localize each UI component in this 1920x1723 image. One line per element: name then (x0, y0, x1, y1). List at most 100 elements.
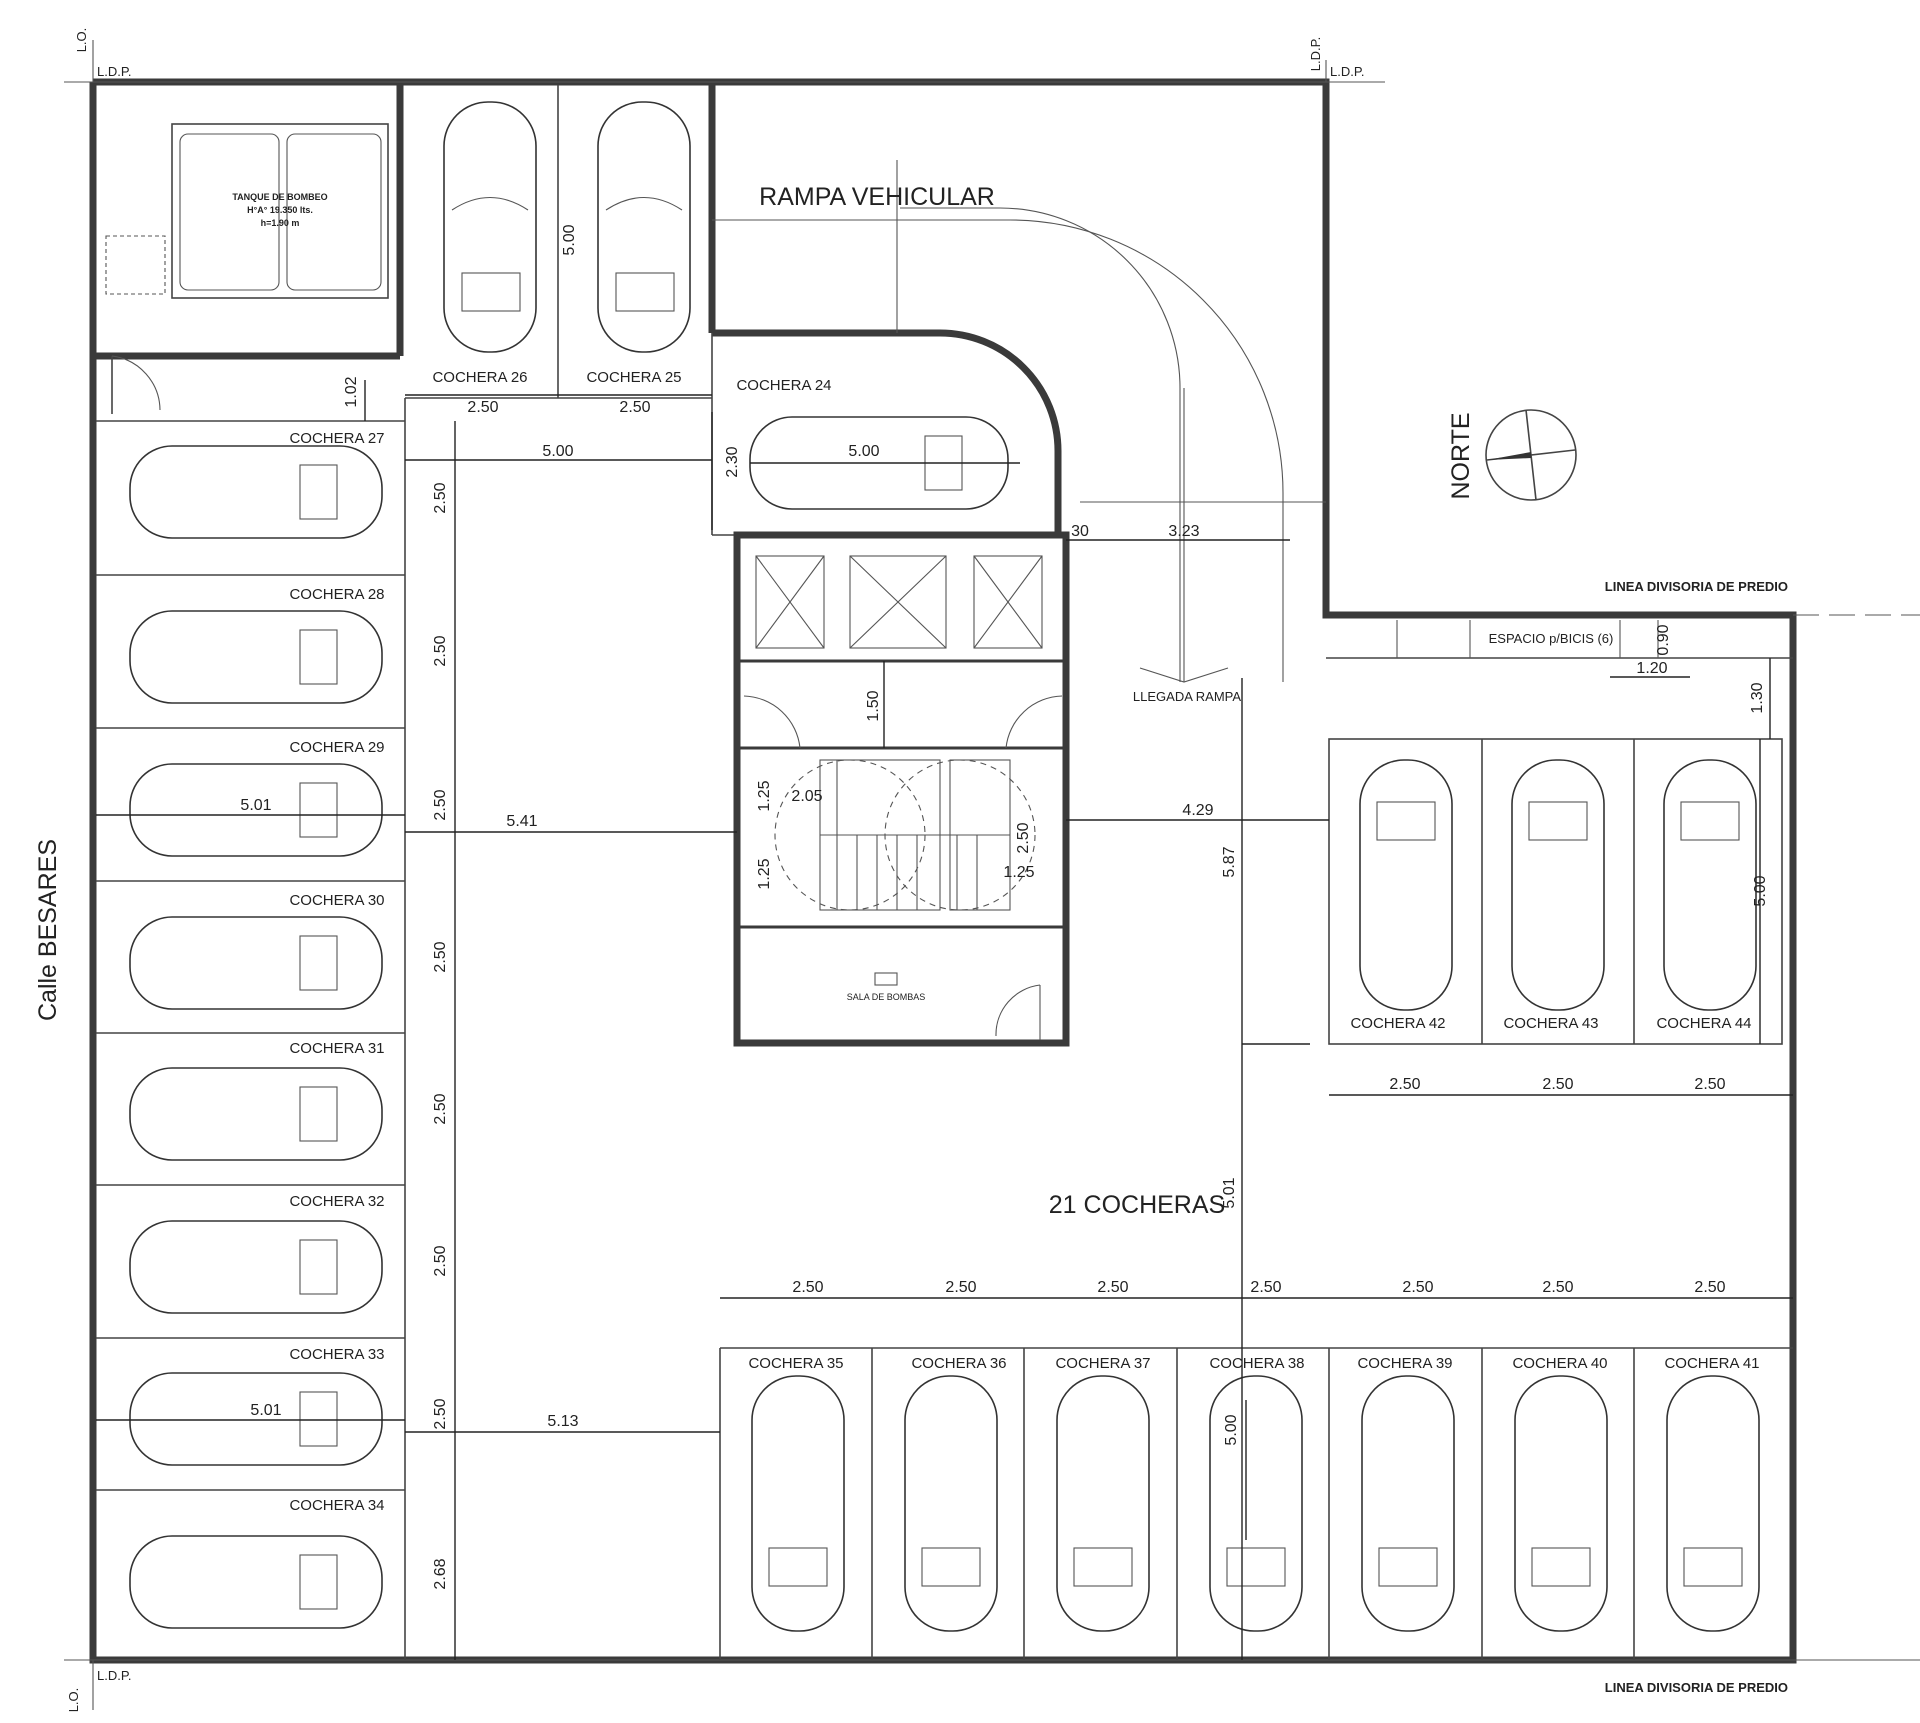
tank-label-2: H°A° 19.350 lts. (247, 205, 313, 215)
dim-250-b: 2.50 (619, 399, 650, 416)
pump-tank: TANQUE DE BOMBEO H°A° 19.350 lts. h=1.90… (105, 123, 389, 414)
dim-205: 2.05 (791, 788, 822, 805)
car-44 (1663, 759, 1757, 1011)
building-core: SALA DE BOMBAS (733, 531, 1070, 1047)
cochera-30-label: COCHERA 30 (289, 892, 384, 909)
right-parking-row: COCHERA 42 COCHERA 43 COCHERA 44 (1328, 738, 1783, 1045)
north-label: NORTE (1447, 412, 1475, 499)
dim-230: 2.30 (724, 446, 741, 477)
cochera-33-label: COCHERA 33 (289, 1346, 384, 1363)
boundary-bottom-label: LINEA DIVISORIA DE PREDIO (1605, 1680, 1788, 1695)
car-26 (443, 101, 537, 353)
dim-125-b: 1.25 (756, 858, 773, 889)
car-34 (129, 1535, 383, 1629)
dim-513: 5.13 (547, 1413, 578, 1430)
dim-120: 1.20 (1636, 660, 1667, 677)
car-35 (751, 1375, 845, 1632)
cochera-35-label: COCHERA 35 (748, 1355, 843, 1372)
dim-102: 1.02 (343, 376, 360, 407)
dim-bottom-4: 2.50 (1250, 1279, 1281, 1296)
cochera-34-label: COCHERA 34 (289, 1497, 384, 1514)
cochera-31-label: COCHERA 31 (289, 1040, 384, 1057)
dim-500-r: 5.00 (1752, 875, 1769, 906)
dimension-lines (96, 380, 1793, 1660)
dim-left-1: 2.50 (432, 482, 449, 513)
general-labels: 21 COCHERAS Calle BESARES NORTE LINEA DI… (34, 28, 1788, 1713)
dim-left-3: 2.50 (432, 789, 449, 820)
dim-130: 1.30 (1749, 682, 1766, 713)
car-41 (1666, 1375, 1760, 1632)
dim-left-4: 2.50 (432, 941, 449, 972)
total-spaces-label: 21 COCHERAS (1049, 1191, 1225, 1219)
dim-left-2: 2.50 (432, 635, 449, 666)
dim-587: 5.87 (1221, 846, 1238, 877)
car-25 (597, 101, 691, 353)
car-42 (1359, 759, 1453, 1011)
cochera-37-label: COCHERA 37 (1055, 1355, 1150, 1372)
cochera-39-label: COCHERA 39 (1357, 1355, 1452, 1372)
dim-250-a: 2.50 (467, 399, 498, 416)
cochera-41-label: COCHERA 41 (1664, 1355, 1759, 1372)
dim-right-3: 2.50 (1694, 1076, 1725, 1093)
exterior-walls (64, 40, 1920, 1710)
dim-bottom-7: 2.50 (1694, 1279, 1725, 1296)
car-27 (129, 445, 383, 539)
ldp-vertical: L.D.P. (1308, 37, 1323, 71)
tank-label-3: h=1.90 m (261, 218, 300, 228)
ldp-bottom-left: L.D.P. (97, 1668, 131, 1683)
dim-429: 4.29 (1182, 802, 1213, 819)
cochera-27-label: COCHERA 27 (289, 430, 384, 447)
car-43 (1511, 759, 1605, 1011)
bike-space-label: ESPACIO p/BICIS (6) (1489, 631, 1614, 646)
dim-right-2: 2.50 (1542, 1076, 1573, 1093)
lo-bottom-left: L.O. (66, 1688, 81, 1713)
car-31 (129, 1067, 383, 1161)
dim-501-c33: 5.01 (250, 1402, 281, 1419)
cochera-38-label: COCHERA 38 (1209, 1355, 1304, 1372)
car-30 (129, 916, 383, 1010)
pump-room-label: SALA DE BOMBAS (847, 992, 926, 1002)
bottom-parking-row: COCHERA 35 COCHERA 36 COCHERA 37 COCHERA… (719, 1347, 1793, 1660)
car-37 (1056, 1375, 1150, 1632)
tank-label-1: TANQUE DE BOMBEO (232, 192, 327, 202)
dim-bottom-3: 2.50 (1097, 1279, 1128, 1296)
cochera-43-label: COCHERA 43 (1503, 1015, 1598, 1032)
cochera-24-label: COCHERA 24 (736, 377, 831, 394)
cochera-25-label: COCHERA 25 (586, 369, 681, 386)
boundary-top-label: LINEA DIVISORIA DE PREDIO (1605, 579, 1788, 594)
car-38 (1209, 1375, 1303, 1632)
dimension-labels: 1.02 2.50 2.50 5.00 2.30 5.00 30 3.23 2.… (240, 376, 1769, 1589)
dim-541: 5.41 (506, 813, 537, 830)
dim-500-c24: 5.00 (848, 443, 879, 460)
north-arrow-icon (1485, 409, 1577, 501)
cochera-32-label: COCHERA 32 (289, 1193, 384, 1210)
dim-268: 2.68 (432, 1558, 449, 1589)
car-29 (129, 763, 383, 857)
car-36 (904, 1375, 998, 1632)
vehicle-ramp: RAMPA VEHICULAR LLEGADA RAMPA (712, 160, 1326, 704)
cochera-26-label: COCHERA 26 (432, 369, 527, 386)
dim-right-1: 2.50 (1389, 1076, 1420, 1093)
ramp-label: RAMPA VEHICULAR (759, 183, 995, 211)
street-label: Calle BESARES (34, 839, 62, 1021)
dim-30: 30 (1071, 523, 1089, 540)
cochera-28-label: COCHERA 28 (289, 586, 384, 603)
dim-left-6: 2.50 (432, 1245, 449, 1276)
car-40 (1514, 1375, 1608, 1632)
left-parking-column: COCHERA 27 COCHERA 28 COCHERA 29 COCHERA… (96, 398, 406, 1660)
dim-bottom-6: 2.50 (1542, 1279, 1573, 1296)
dim-125-a: 1.25 (756, 780, 773, 811)
dim-500-top: 5.00 (561, 224, 578, 255)
dim-left-5: 2.50 (432, 1093, 449, 1124)
car-28 (129, 610, 383, 704)
cochera-42-label: COCHERA 42 (1350, 1015, 1445, 1032)
dim-150: 1.50 (865, 690, 882, 721)
dim-250-stair: 2.50 (1015, 822, 1032, 853)
cochera-36-label: COCHERA 36 (911, 1355, 1006, 1372)
cochera-24: COCHERA 24 (711, 333, 1058, 536)
ldp-top-left: L.D.P. (97, 64, 131, 79)
ldp-top-right: L.D.P. (1330, 64, 1364, 79)
bike-area: ESPACIO p/BICIS (6) (1326, 620, 1793, 659)
dim-501-c29: 5.01 (240, 797, 271, 814)
